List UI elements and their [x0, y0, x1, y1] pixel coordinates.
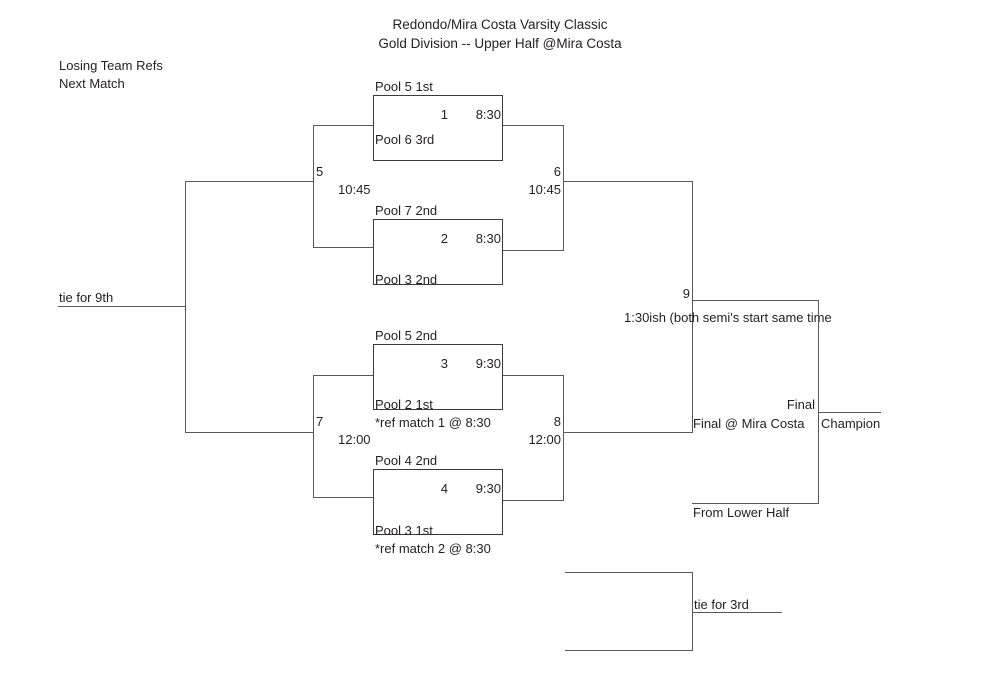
- tie-for-third-label: tie for 3rd: [694, 597, 749, 612]
- node-5-id: 5: [316, 164, 324, 179]
- node-5-vertical: [313, 125, 314, 247]
- node-5-arm-top: [313, 125, 374, 126]
- tie-ninth-arm-top: [185, 181, 314, 182]
- match-4-bottom-seed: Pool 3 1st: [375, 523, 433, 538]
- node-8-time: 12:00: [528, 432, 561, 447]
- node-7-arm-top: [313, 375, 374, 376]
- node-6-time: 10:45: [528, 182, 561, 197]
- node-6-to-semifinal-line: [563, 181, 693, 182]
- match-3-bottom-seed: Pool 2 1st: [375, 397, 433, 412]
- page-title-line-2: Gold Division -- Upper Half @Mira Costa: [378, 36, 622, 51]
- page-title-line-1: Redondo/Mira Costa Varsity Classic: [392, 17, 608, 32]
- match-1-top-seed: Pool 5 1st: [375, 79, 433, 94]
- match-1-box: [373, 95, 503, 161]
- node-6-vertical: [563, 125, 564, 250]
- match-3-box: [373, 344, 503, 410]
- match-2-top-seed: Pool 7 2nd: [375, 203, 438, 218]
- legend-line-1: Losing Team Refs: [59, 58, 163, 73]
- match-2-bottom-seed: Pool 3 2nd: [375, 272, 438, 287]
- match-1-number: 1: [440, 107, 448, 122]
- match-2-number: 2: [440, 231, 448, 246]
- node-9-vertical: [692, 181, 693, 432]
- match-1-time: 8:30: [475, 107, 501, 122]
- node-7-time: 12:00: [338, 432, 371, 447]
- match-2-box: [373, 219, 503, 285]
- node-8-arm-top: [503, 375, 564, 376]
- from-lower-half-label: From Lower Half: [693, 505, 790, 520]
- node-6-arm-top: [503, 125, 564, 126]
- node-6-arm-bottom: [503, 250, 564, 251]
- match-4-top-seed: Pool 4 2nd: [375, 453, 438, 468]
- match-4-box: [373, 469, 503, 535]
- node-9-id: 9: [682, 286, 690, 301]
- node-8-vertical: [563, 375, 564, 500]
- node-5-arm-bottom: [313, 247, 374, 248]
- node-7-arm-bottom: [313, 497, 374, 498]
- node-7-id: 7: [316, 414, 324, 429]
- node-8-id: 8: [553, 414, 561, 429]
- node-8-to-semifinal-line: [563, 432, 693, 433]
- tie-for-ninth-label: tie for 9th: [59, 290, 114, 305]
- node-7-vertical: [313, 375, 314, 497]
- final-venue-label: Final @ Mira Costa: [693, 416, 805, 431]
- champion-line: [818, 412, 881, 413]
- node-9-time: 1:30ish (both semi's start same time: [624, 310, 832, 325]
- node-5-time: 10:45: [338, 182, 371, 197]
- tie-third-arm-bottom: [565, 650, 693, 651]
- node-6-id: 6: [553, 164, 561, 179]
- node-9-out-line: [692, 300, 818, 301]
- tie-ninth-arm-bottom: [185, 432, 314, 433]
- champion-label: Champion: [821, 416, 881, 431]
- match-3-ref-note: *ref match 1 @ 8:30: [375, 415, 491, 430]
- final-label: Final: [786, 397, 815, 412]
- node-8-arm-bottom: [503, 500, 564, 501]
- match-3-number: 3: [440, 356, 448, 371]
- match-2-time: 8:30: [475, 231, 501, 246]
- tie-third-out-line: [692, 612, 782, 613]
- match-3-time: 9:30: [475, 356, 501, 371]
- match-4-time: 9:30: [475, 481, 501, 496]
- legend-line-2: Next Match: [59, 76, 125, 91]
- match-4-ref-note: *ref match 2 @ 8:30: [375, 541, 491, 556]
- match-1-bottom-seed: Pool 6 3rd: [375, 132, 435, 147]
- tie-third-arm-top: [565, 572, 693, 573]
- tie-third-vertical: [692, 572, 693, 650]
- match-3-top-seed: Pool 5 2nd: [375, 328, 438, 343]
- final-vertical: [818, 300, 819, 503]
- match-4-number: 4: [440, 481, 448, 496]
- tie-ninth-out-line: [58, 306, 186, 307]
- from-lower-half-line: [692, 503, 819, 504]
